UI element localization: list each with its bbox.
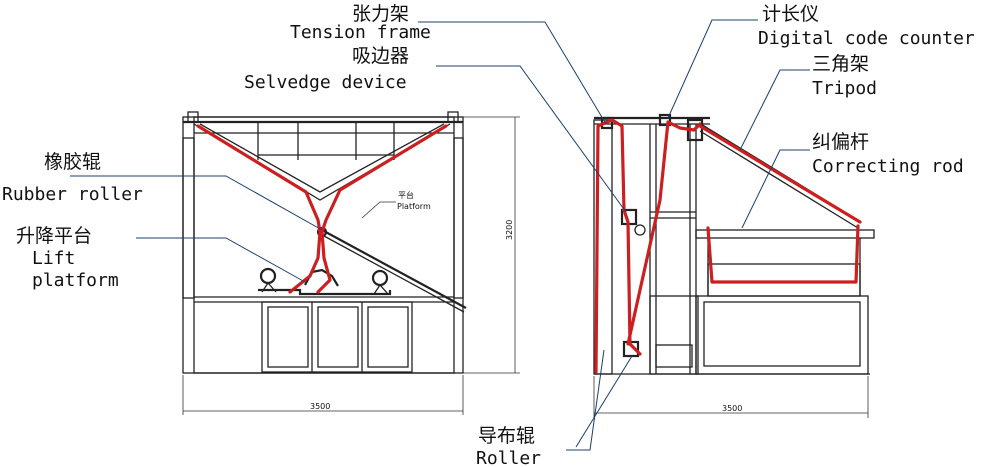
label-roller-en: Roller <box>476 448 541 467</box>
side-fabric-path <box>594 118 862 374</box>
label-counter-cn: 计长仪 <box>762 3 819 25</box>
label-tension-frame-en: Tension frame <box>290 22 431 43</box>
lift-platform-base <box>258 288 392 296</box>
label-rubber-roller-cn: 橡胶辊 <box>44 151 101 173</box>
label-correcting-en: Correcting rod <box>812 156 964 177</box>
label-roller-cn: 导布辊 <box>478 425 535 447</box>
label-lift-platform-en-1: Lift <box>32 248 75 269</box>
front-fabric-path <box>196 124 448 294</box>
leader-lines <box>70 19 810 451</box>
label-correcting-cn: 纠偏杆 <box>812 131 869 153</box>
front-height-dim: 3200 <box>505 220 514 240</box>
label-selvedge-cn: 吸边器 <box>352 45 409 67</box>
front-view: 平台 Platform 3500 3200 <box>182 111 520 415</box>
platform-small-en: Platform <box>397 202 431 211</box>
label-counter-en: Digital code counter <box>758 28 975 49</box>
label-tripod-en: Tripod <box>812 78 877 99</box>
labels: 张力架 Tension frame 吸边器 Selvedge device 橡胶… <box>2 3 975 467</box>
platform-small-cn: 平台 <box>398 190 414 200</box>
side-width-dim: 3500 <box>722 404 742 413</box>
front-width-dim: 3500 <box>310 402 330 411</box>
label-lift-platform-cn: 升降平台 <box>16 225 92 247</box>
label-tripod-cn: 三角架 <box>812 53 869 75</box>
side-view: 3500 <box>593 113 875 418</box>
label-tension-frame-cn: 张力架 <box>352 3 409 25</box>
label-lift-platform-en-2: platform <box>32 270 119 291</box>
label-selvedge-en: Selvedge device <box>244 72 407 93</box>
diagonal-bar <box>321 229 467 309</box>
label-rubber-roller-en: Rubber roller <box>2 184 143 205</box>
